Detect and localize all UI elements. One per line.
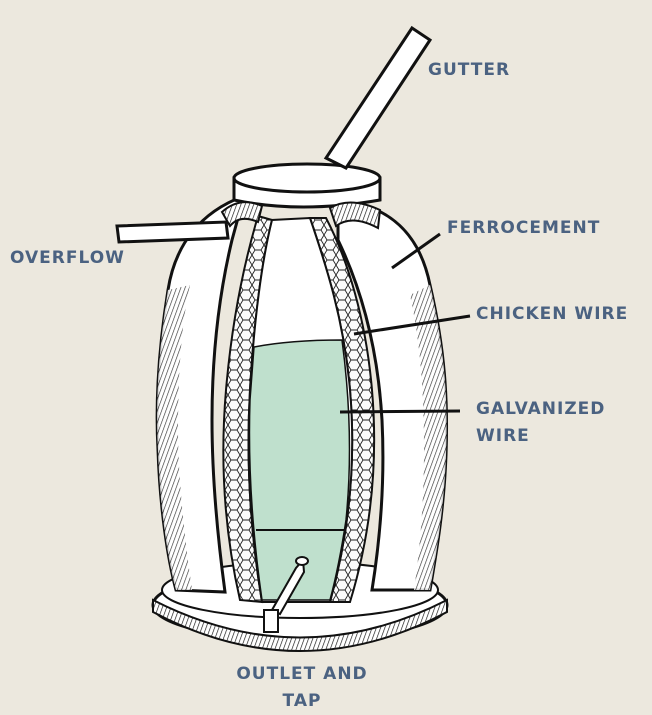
gutter-pipe: [326, 28, 430, 168]
label-ferrocement: FERROCEMENT: [447, 215, 600, 242]
overflow-pipe: [117, 222, 228, 242]
label-overflow: OVERFLOW: [10, 245, 125, 272]
label-galvanized-line2: WIRE: [476, 423, 605, 450]
label-outlet-and-tap: OUTLET AND TAP: [222, 661, 382, 715]
label-gutter: GUTTER: [428, 57, 510, 84]
label-galvanized-line1: GALVANIZED: [476, 396, 605, 423]
galvanized-wire-leader: [340, 411, 460, 412]
label-galvanized-wire: GALVANIZED WIRE: [476, 396, 605, 450]
label-chicken-wire: CHICKEN WIRE: [476, 301, 628, 328]
label-outlet-line2: TAP: [222, 688, 382, 715]
label-outlet-line1: OUTLET AND: [222, 661, 382, 688]
